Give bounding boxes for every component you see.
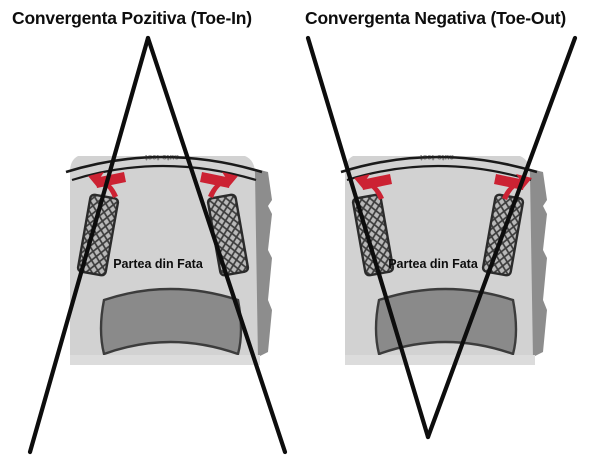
car-top-view-right: auto-test [340,153,547,365]
arrow-left-toe-in [88,172,126,198]
hood-edge-outer [340,155,538,174]
hood-watermark-text: auto-test [145,153,179,162]
toe-line-left [27,35,151,455]
windshield [99,287,243,356]
panel-title-toe-out: Convergenta Negativa (Toe-Out) [305,8,567,28]
hood-edge-outer [65,155,263,174]
panel-toe-in: auto-test Partea [27,35,288,455]
windshield [374,287,518,356]
center-label-toe-out: Partea din Fata [388,257,479,271]
body-lower-edge [70,355,260,365]
body-lower-edge [345,355,535,365]
panel-title-toe-in: Convergenta Pozitiva (Toe-In) [12,8,252,28]
hood-edge-inner [71,164,257,182]
arrow-left-toe-out [354,174,392,200]
panel-toe-out: auto-test Partea din Fata [305,35,578,440]
toe-line-left [305,35,431,440]
toe-line-right [145,35,288,455]
arrow-right-toe-in [200,172,238,198]
hood-watermark-text: auto-test [420,153,454,162]
center-label-toe-in: Partea din Fata [113,257,204,271]
toe-line-right [425,35,578,440]
hood-edge-inner [346,164,532,182]
